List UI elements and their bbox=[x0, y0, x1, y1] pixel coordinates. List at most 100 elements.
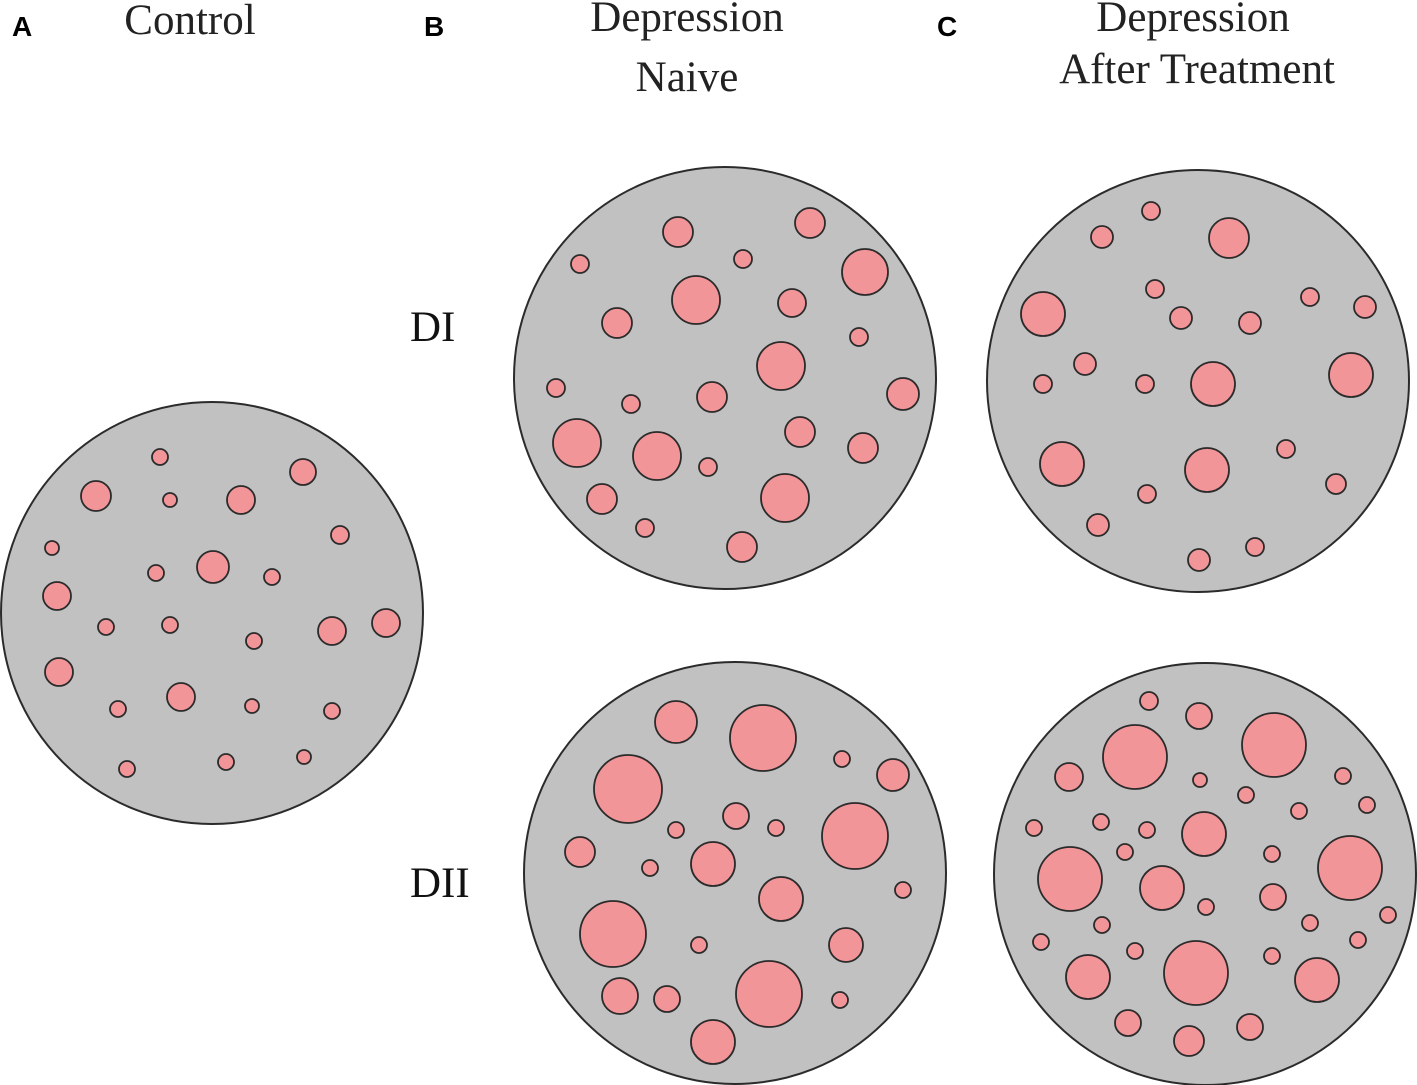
cell bbox=[1181, 811, 1227, 857]
cell bbox=[371, 608, 401, 638]
panel-letter-c: C bbox=[937, 11, 957, 42]
cell bbox=[1020, 291, 1066, 337]
cell bbox=[735, 960, 803, 1028]
cell bbox=[828, 927, 864, 963]
cell bbox=[1208, 217, 1250, 259]
cell bbox=[42, 581, 72, 611]
cell bbox=[1328, 352, 1374, 398]
cell bbox=[244, 698, 260, 714]
cell bbox=[245, 632, 263, 650]
cell bbox=[1236, 1013, 1264, 1041]
cell bbox=[1141, 201, 1161, 221]
panel-letter-b: B bbox=[424, 11, 444, 42]
cell bbox=[690, 841, 736, 887]
cell bbox=[151, 448, 169, 466]
cell bbox=[849, 327, 869, 347]
panel-title-control: Control bbox=[124, 0, 255, 44]
cell bbox=[671, 275, 721, 325]
cell bbox=[667, 821, 685, 839]
cells-naive-dii bbox=[564, 700, 912, 1065]
cell bbox=[1092, 813, 1110, 831]
cell bbox=[698, 457, 718, 477]
cell bbox=[1301, 914, 1319, 932]
cell bbox=[1294, 957, 1340, 1003]
panel-letter-a: A bbox=[12, 11, 32, 42]
cell bbox=[1145, 279, 1165, 299]
cell bbox=[1197, 898, 1215, 916]
cell bbox=[1169, 306, 1193, 330]
cell bbox=[632, 431, 682, 481]
cell bbox=[226, 485, 256, 515]
cell bbox=[1276, 439, 1296, 459]
cell bbox=[80, 480, 112, 512]
dish-control bbox=[0, 401, 424, 825]
cell bbox=[1353, 295, 1377, 319]
cell bbox=[1259, 883, 1287, 911]
cell bbox=[756, 341, 806, 391]
cells-treatment-di bbox=[1020, 201, 1377, 572]
dish-outline bbox=[0, 401, 424, 825]
cell bbox=[289, 458, 317, 486]
cell bbox=[217, 753, 235, 771]
cell bbox=[1190, 361, 1236, 407]
cell bbox=[821, 802, 889, 870]
cell bbox=[641, 859, 659, 877]
cell bbox=[1032, 933, 1050, 951]
cell bbox=[662, 216, 694, 248]
cell bbox=[831, 991, 849, 1009]
cell bbox=[654, 700, 698, 744]
cell bbox=[726, 531, 758, 563]
cell bbox=[1349, 931, 1367, 949]
cell bbox=[317, 616, 347, 646]
cell bbox=[1237, 786, 1255, 804]
cell bbox=[1025, 819, 1043, 837]
cell bbox=[593, 754, 663, 824]
cell bbox=[44, 657, 74, 687]
cell bbox=[1238, 311, 1262, 335]
cell bbox=[118, 760, 136, 778]
cell bbox=[1037, 846, 1103, 912]
cell bbox=[777, 288, 807, 318]
cell bbox=[635, 518, 655, 538]
cell bbox=[733, 249, 753, 269]
dish-treatment-di bbox=[986, 169, 1410, 593]
cell bbox=[1090, 225, 1114, 249]
cell bbox=[1358, 796, 1376, 814]
cell bbox=[1033, 374, 1053, 394]
cells-control bbox=[42, 448, 401, 778]
cell bbox=[1116, 843, 1134, 861]
dish-naive-di bbox=[513, 166, 937, 590]
cells-treatment-dii bbox=[1025, 691, 1397, 1057]
cell bbox=[1137, 484, 1157, 504]
cell bbox=[1325, 473, 1347, 495]
cell bbox=[196, 550, 230, 584]
dish-outline bbox=[513, 166, 937, 590]
cell bbox=[1102, 724, 1168, 790]
cell bbox=[263, 568, 281, 586]
cell bbox=[1139, 865, 1185, 911]
cell bbox=[1039, 441, 1085, 487]
cell bbox=[1192, 772, 1208, 788]
cell bbox=[758, 876, 804, 922]
cell bbox=[601, 977, 639, 1015]
cell bbox=[1054, 762, 1084, 792]
cell bbox=[1185, 702, 1213, 730]
cell bbox=[1300, 287, 1320, 307]
cell bbox=[296, 749, 312, 765]
cell bbox=[690, 1019, 736, 1065]
cell bbox=[166, 682, 196, 712]
cell bbox=[894, 881, 912, 899]
panel-title-naive-line1: Depression bbox=[590, 0, 783, 41]
cell bbox=[653, 985, 681, 1013]
cell bbox=[552, 418, 602, 468]
dish-treatment-dii bbox=[993, 662, 1417, 1085]
cell bbox=[1334, 767, 1352, 785]
cell bbox=[729, 704, 797, 772]
cell bbox=[1138, 821, 1156, 839]
cell bbox=[1379, 906, 1397, 924]
cell bbox=[1093, 916, 1111, 934]
cell bbox=[784, 416, 816, 448]
cell bbox=[1139, 691, 1159, 711]
cell bbox=[760, 473, 810, 523]
